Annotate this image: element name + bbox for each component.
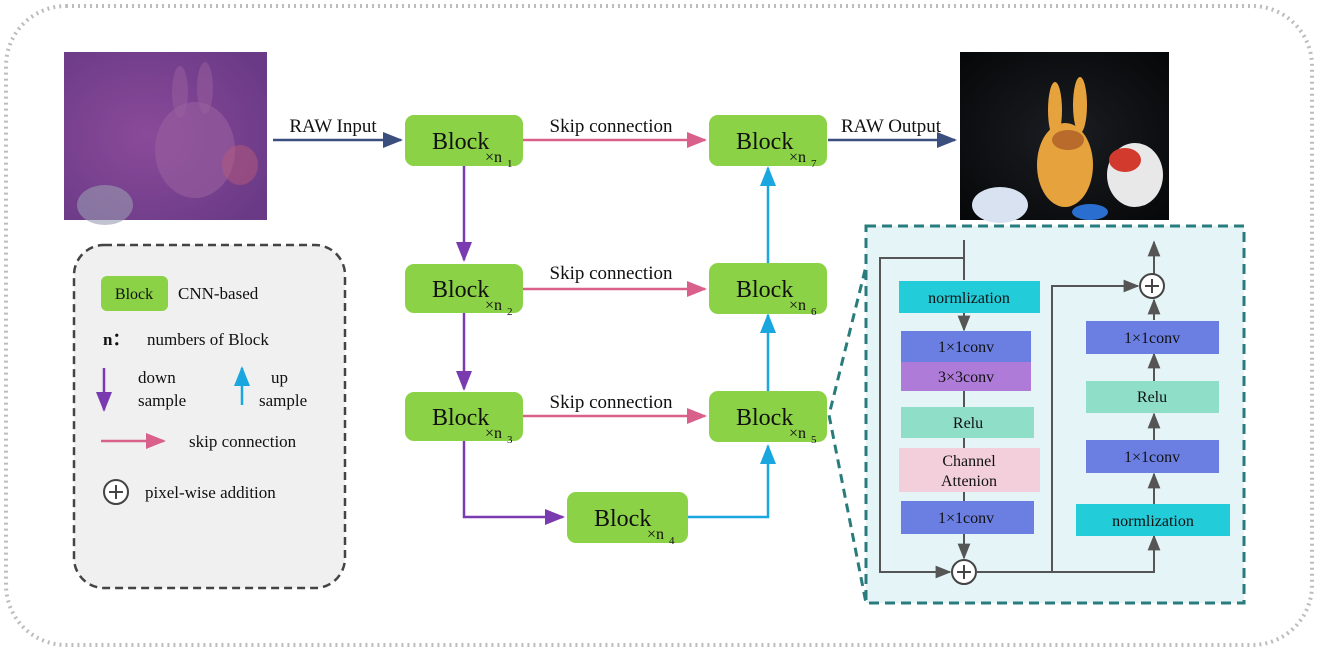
detail-right-relu-label: Relu xyxy=(1137,389,1167,406)
detail-add-icon-bottom xyxy=(951,559,977,585)
block-n2: Block ×n 2 xyxy=(405,264,523,318)
detail-right-conv1b xyxy=(1086,440,1219,473)
block-n2-sub: ×n xyxy=(485,297,502,314)
block-n6: Block ×n 6 xyxy=(709,263,827,318)
detail-left-conv3 xyxy=(901,362,1031,391)
detail-left-attention-line2: Attenion xyxy=(941,473,997,490)
legend-block-swatch-label: Block xyxy=(115,286,153,303)
block-n1-sub: ×n xyxy=(485,149,502,166)
detail-right-conv1-label: 1×1conv xyxy=(1124,330,1180,347)
block-n6-sub: ×n xyxy=(789,297,806,314)
outer-frame xyxy=(4,4,1314,647)
block-n4-sub: ×n xyxy=(647,526,664,543)
legend-down-line1: down xyxy=(138,368,176,387)
block-n1: Block ×n 1 xyxy=(405,115,523,170)
legend-add-desc: pixel-wise addition xyxy=(145,483,276,502)
detail-left-norm xyxy=(899,281,1040,313)
block-n4-label: Block xyxy=(594,506,651,532)
legend-up-line1: up xyxy=(271,368,288,387)
block-n3-idx: 3 xyxy=(507,434,513,446)
block-n6-label: Block xyxy=(736,277,793,303)
legend-n-key: n： xyxy=(103,330,129,349)
block-n1-label: Block xyxy=(432,129,489,155)
block-n7: Block ×n 7 xyxy=(709,115,827,170)
detail-left-attention xyxy=(899,448,1040,492)
block-n1-idx: 1 xyxy=(507,158,513,170)
legend-down-line2: sample xyxy=(138,391,186,410)
detail-right-conv1b-label: 1×1conv xyxy=(1124,449,1180,466)
detail-left-relu-label: Relu xyxy=(953,415,983,432)
skip-label-1: Skip connection xyxy=(550,116,673,137)
detail-left-relu xyxy=(901,407,1034,438)
detail-right-conv1 xyxy=(1086,321,1219,354)
block-n5-sub: ×n xyxy=(789,425,806,442)
legend-block-desc: CNN-based xyxy=(178,284,259,303)
zoom-lines xyxy=(827,225,878,604)
detail-right-relu xyxy=(1086,381,1219,413)
legend-n-desc: numbers of Block xyxy=(147,330,269,349)
block-detail-panel: normlization 1×1conv 3×3conv Relu Channe… xyxy=(864,224,1246,605)
detail-left-conv1-label: 1×1conv xyxy=(938,339,994,356)
legend-box xyxy=(72,243,347,590)
block-n7-label: Block xyxy=(736,129,793,155)
detail-right-norm xyxy=(1076,504,1230,536)
block-n5: Block ×n 5 xyxy=(709,391,827,446)
detail-left-norm-label: normlization xyxy=(928,290,1010,307)
up-arrow-1 xyxy=(688,444,776,519)
skip-label-3: Skip connection xyxy=(550,392,673,413)
block-n2-idx: 2 xyxy=(507,306,513,318)
raw-input-image xyxy=(64,52,267,225)
legend: Block CNN-based n： numbers of Block down… xyxy=(72,243,347,590)
detail-left-conv3-label: 3×3conv xyxy=(938,369,994,386)
block-n5-idx: 5 xyxy=(811,434,817,446)
block-n4-idx: 4 xyxy=(669,535,675,547)
detail-left-conv1b xyxy=(901,501,1034,534)
block-n4: Block ×n 4 xyxy=(567,492,688,547)
legend-block-swatch xyxy=(101,276,168,311)
detail-residual-1 xyxy=(879,257,964,579)
legend-up-line2: sample xyxy=(259,391,307,410)
detail-left-conv1b-label: 1×1conv xyxy=(938,510,994,527)
skip-label-2: Skip connection xyxy=(550,263,673,284)
detail-left-conv1 xyxy=(901,331,1031,362)
block-n3-sub: ×n xyxy=(485,425,502,442)
raw-output-label: RAW Output xyxy=(841,116,942,137)
down-arrow-3 xyxy=(462,441,565,525)
block-n2-label: Block xyxy=(432,277,489,303)
block-n7-sub: ×n xyxy=(789,149,806,166)
detail-right-input xyxy=(976,534,1161,573)
block-n7-idx: 7 xyxy=(811,158,817,170)
detail-right-norm-label: normlization xyxy=(1112,513,1194,530)
legend-add-icon xyxy=(103,479,129,505)
detail-add-icon-top xyxy=(1139,273,1165,299)
detail-left-attention-line1: Channel xyxy=(942,453,996,470)
block-n5-label: Block xyxy=(736,405,793,431)
block-n3: Block ×n 3 xyxy=(405,392,523,446)
raw-output-image xyxy=(960,52,1169,223)
block-n6-idx: 6 xyxy=(811,306,817,318)
legend-skip-desc: skip connection xyxy=(189,432,297,451)
block-n3-label: Block xyxy=(432,405,489,431)
detail-residual-2 xyxy=(1051,279,1140,572)
raw-input-label: RAW Input xyxy=(289,116,377,137)
